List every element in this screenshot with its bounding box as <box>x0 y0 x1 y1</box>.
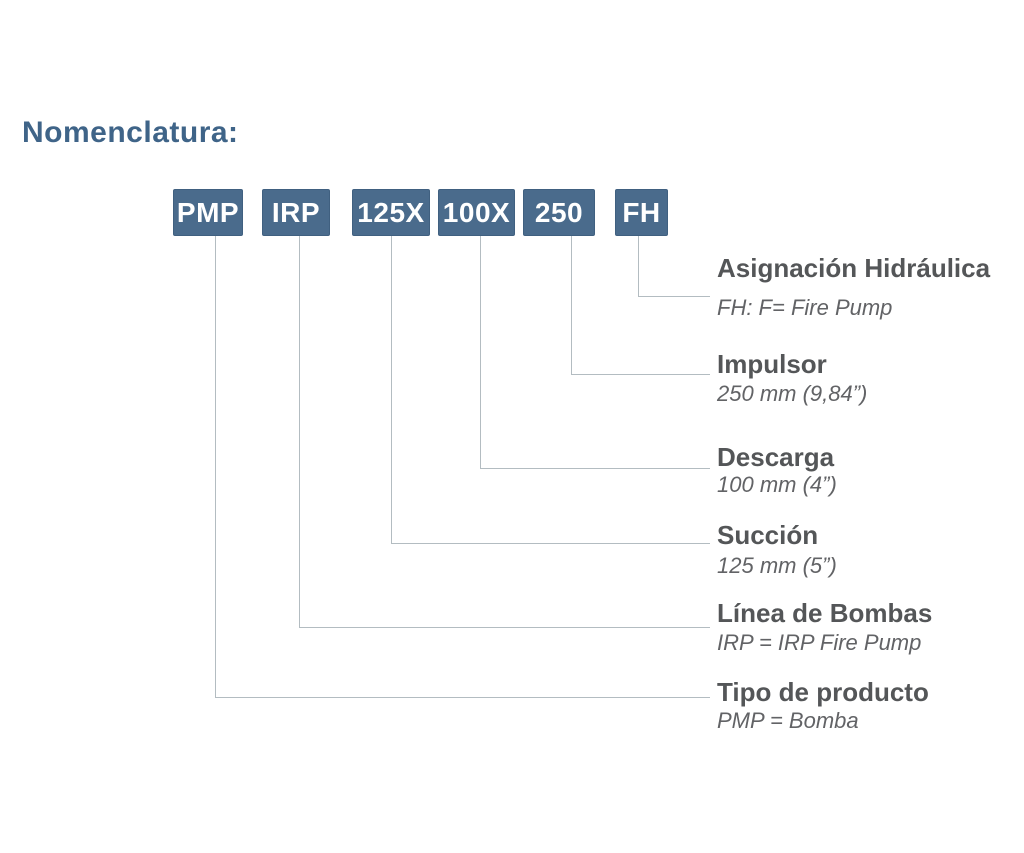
legend-subtitle-impulsor: 250 mm (9,84”) <box>717 381 868 406</box>
code-block-125x: 125X <box>352 189 430 236</box>
legend-title-succion: Succión <box>717 520 819 550</box>
legend-subtitle-succion: 125 mm (5”) <box>717 553 837 578</box>
legend-title-tipo-de-producto: Tipo de producto <box>717 677 929 707</box>
connector-line-100x <box>480 236 710 469</box>
connector-line-irp <box>299 236 710 628</box>
code-block-irp: IRP <box>262 189 330 236</box>
legend-subtitle-asignacion-hidraulica: FH: F= Fire Pump <box>717 295 893 320</box>
legend-title-asignacion-hidraulica: Asignación Hidráulica <box>717 253 991 283</box>
code-block-250: 250 <box>523 189 595 236</box>
connector-line-fh <box>638 236 710 297</box>
connector-line-125x <box>391 236 710 544</box>
code-block-pmp: PMP <box>173 189 243 236</box>
code-block-fh: FH <box>615 189 668 236</box>
legend-subtitle-descarga: 100 mm (4”) <box>717 472 837 497</box>
legend-subtitle-tipo-de-producto: PMP = Bomba <box>717 708 859 733</box>
connector-line-250 <box>571 236 710 375</box>
code-block-100x: 100X <box>438 189 515 236</box>
legend-title-linea-de-bombas: Línea de Bombas <box>717 598 933 628</box>
page-title: Nomenclatura: <box>22 116 239 149</box>
connector-line-pmp <box>215 236 710 698</box>
legend-title-impulsor: Impulsor <box>717 349 827 379</box>
legend-title-descarga: Descarga <box>717 442 835 472</box>
legend-subtitle-linea-de-bombas: IRP = IRP Fire Pump <box>717 630 922 655</box>
